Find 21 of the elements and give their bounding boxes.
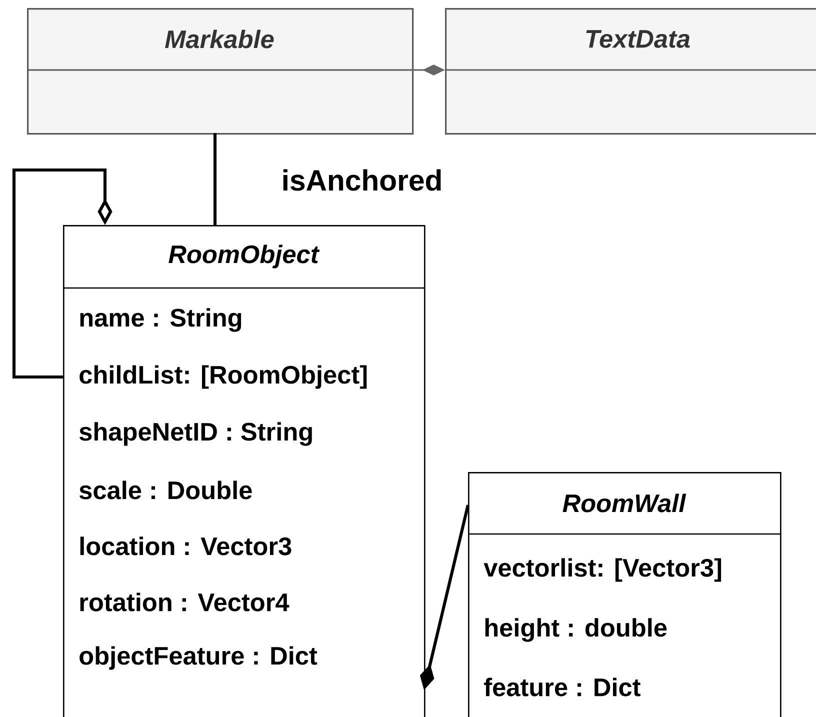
attribute-text: childList: [RoomObject] bbox=[80, 365, 367, 389]
class-name: TextData bbox=[586, 30, 690, 48]
class-name: RoomObject bbox=[168, 244, 320, 268]
connector bbox=[213, 133, 217, 225]
connector bbox=[12, 168, 112, 379]
attribute-text: scale : Double bbox=[80, 480, 252, 500]
attribute-text: shapeNetID : String bbox=[80, 422, 312, 446]
class-box bbox=[445, 8, 816, 135]
edge-label: isAnchored bbox=[283, 169, 441, 191]
attribute-text: vectorlist: [Vector3] bbox=[484, 558, 722, 582]
attribute-text: objectFeature : Dict bbox=[80, 646, 318, 670]
class-name: Markable bbox=[165, 30, 274, 48]
class-box bbox=[63, 225, 426, 717]
attribute-text: height : double bbox=[485, 618, 667, 642]
class-name: RoomWall bbox=[562, 494, 686, 512]
class-box bbox=[468, 472, 782, 717]
attribute-text: rotation : Vector4 bbox=[80, 592, 290, 612]
attribute-text: name : String bbox=[80, 308, 242, 332]
attribute-text: location : Vector3 bbox=[80, 536, 292, 556]
class-box bbox=[27, 8, 414, 135]
attribute-text: feature : Dict bbox=[484, 678, 640, 696]
